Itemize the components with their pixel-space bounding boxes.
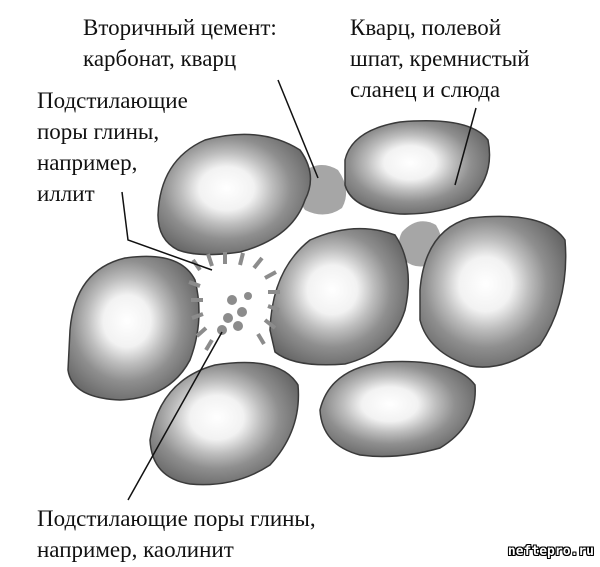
grain	[269, 227, 410, 366]
label-pore-kaolinite: Подстилающие поры глины, например, каоли…	[37, 503, 316, 565]
leader-line-illite	[121, 191, 213, 271]
label-line: Подстилающие поры глины,	[37, 506, 316, 531]
label-secondary-cement: Вторичный цемент: карбонат, кварц	[83, 12, 277, 74]
label-line: например,	[37, 150, 138, 175]
label-grains: Кварц, полевой шпат, кремнистый сланец и…	[350, 12, 530, 105]
clay-kaolinite	[217, 292, 252, 335]
grain	[319, 360, 476, 458]
leader-line-kaolinite	[127, 331, 223, 501]
label-line: Кварц, полевой	[350, 15, 502, 40]
clay-illite	[188, 252, 280, 352]
label-line: например, каолинит	[37, 537, 234, 562]
label-line: шпат, кремнистый	[350, 46, 530, 71]
label-line: Подстилающие	[37, 88, 188, 113]
watermark: neftepro.ru	[507, 544, 594, 559]
grain	[344, 120, 491, 215]
label-line: иллит	[37, 181, 95, 206]
grain	[419, 215, 567, 368]
grain	[157, 133, 312, 256]
leader-line-grain	[454, 107, 477, 186]
label-line: карбонат, кварц	[83, 46, 237, 71]
grain	[67, 255, 200, 401]
label-line: поры глины,	[37, 119, 160, 144]
label-line: сланец и слюда	[350, 77, 501, 102]
label-pore-illite: Подстилающие поры глины, например, иллит	[37, 86, 188, 210]
label-line: Вторичный цемент:	[83, 15, 277, 40]
leader-line-cement	[277, 79, 319, 179]
